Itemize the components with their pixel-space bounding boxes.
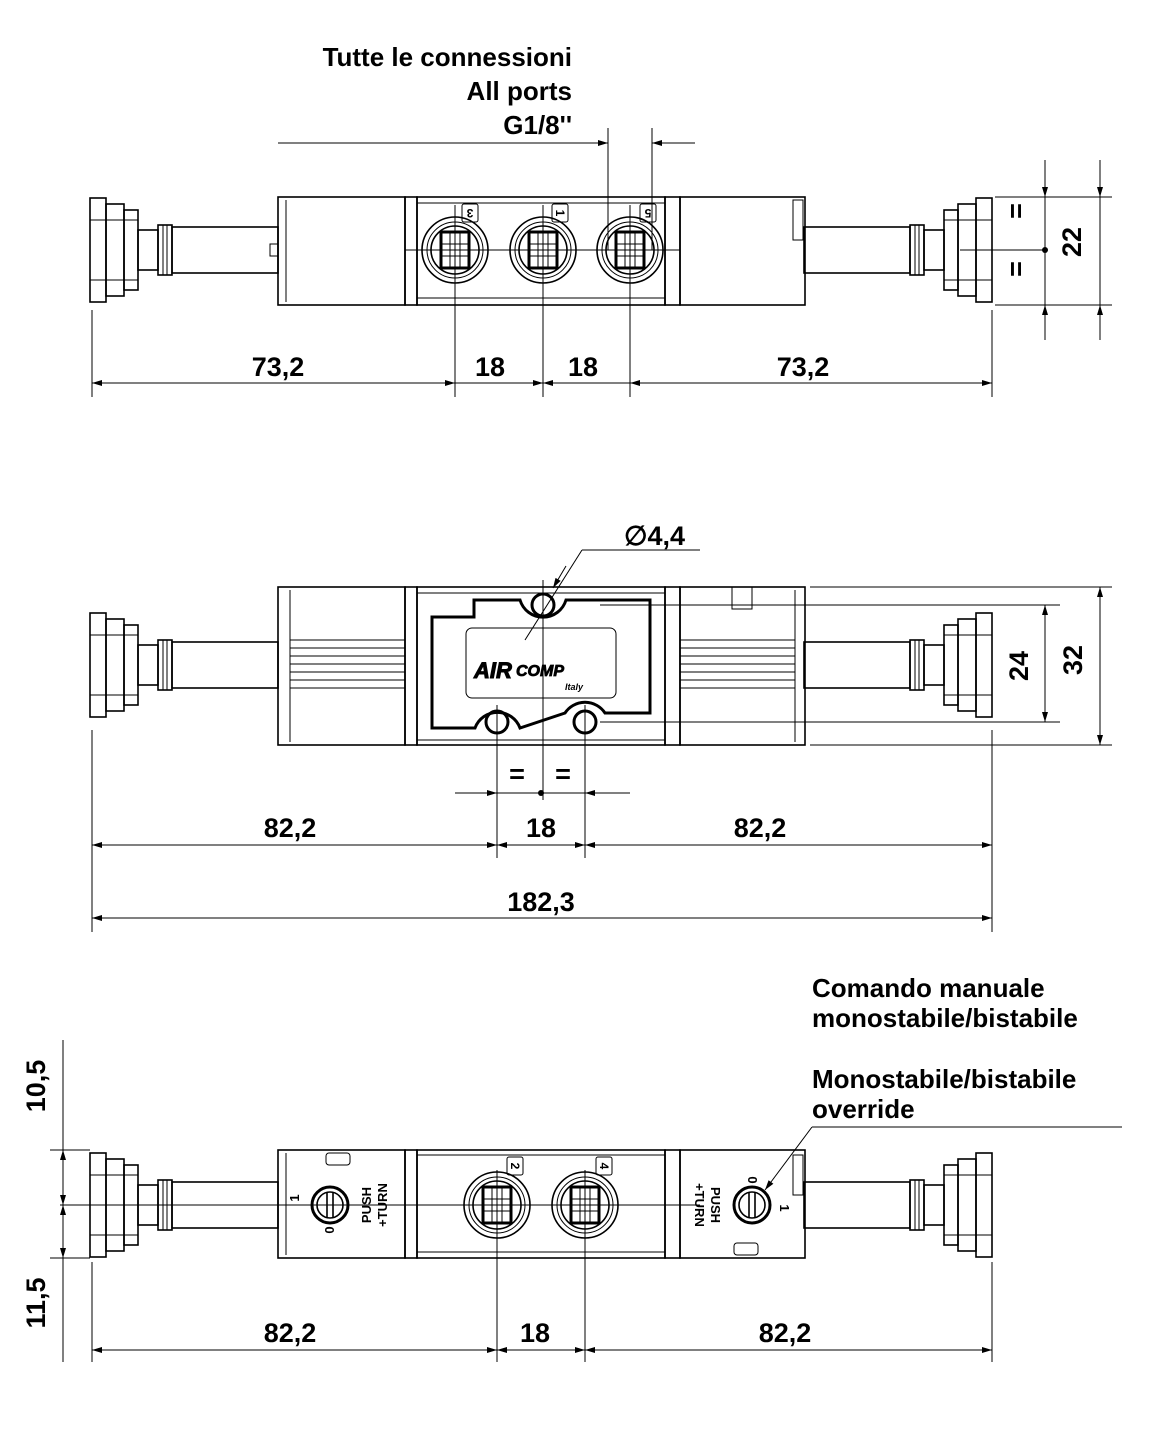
port-label-2: 2 [508,1163,522,1170]
push-label-left: PUSH [359,1187,374,1223]
ports-note-english: All ports [467,76,572,106]
dim-right-82-2: 82,2 [759,1318,812,1348]
port-label-4: 4 [597,1163,611,1170]
dim-overall-182-3: 182,3 [507,887,575,917]
dim-eq-bottom: = [1001,261,1031,277]
dim-left-82-2: 82,2 [264,813,317,843]
dim-left-73-2: 73,2 [252,352,305,382]
dim-right-73-2: 73,2 [777,352,830,382]
dim-pitch-18: 18 [526,813,556,843]
override-pos-1-right: 1 [777,1204,792,1211]
push-label-right: PUSH [708,1187,723,1223]
dim-height-22: 22 [1057,227,1087,257]
dim-eq-left: = [509,759,525,789]
override-pos-0-right: 0 [745,1176,760,1183]
dim-right-82-2: 82,2 [734,813,787,843]
svg-text:Italy: Italy [565,682,584,692]
right-coil [679,196,806,306]
valve-body [416,1149,666,1259]
left-solenoid [89,197,279,303]
valve-body [416,196,666,306]
override-pos-1-left: 1 [287,1194,302,1201]
left-solenoid [89,612,279,718]
hole-diameter: ∅4,4 [624,521,685,551]
aircomp-logo: AIR COMP Italy [473,658,585,693]
manual-override-right[interactable] [732,1185,772,1225]
override-pos-0-left: 0 [322,1226,337,1233]
port-label-5: 5 [644,206,651,220]
dim-pitch-18: 18 [520,1318,550,1348]
right-solenoid [803,1152,993,1258]
dim-height-32: 32 [1058,645,1088,675]
top-view: Tutte le connessioni All ports G1/8'' 3 … [89,42,1112,397]
left-coil [277,196,406,306]
dim-height-24: 24 [1004,651,1034,681]
port-label-1: 1 [553,210,567,217]
dim-eq-top: = [1001,203,1031,219]
middle-view: AIR COMP Italy = = ∅4,4 82,2 18 82,2 182… [89,521,1112,932]
dim-pitch-b: 18 [568,352,598,382]
override-note-english-1: Monostabile/bistabile [812,1064,1076,1094]
dim-pitch-a: 18 [475,352,505,382]
override-note-english-2: override [812,1094,915,1124]
left-coil [277,586,406,746]
bottom-view: Comando manuale monostabile/bistabile Mo… [21,973,1122,1362]
override-note-italian-1: Comando manuale [812,973,1045,1003]
turn-label-left: +TURN [375,1183,390,1227]
svg-text:AIR: AIR [473,658,512,683]
thread-size: G1/8'' [503,110,572,140]
override-note-italian-2: monostabile/bistabile [812,1003,1078,1033]
port-label-3: 3 [466,206,473,220]
dim-eq-right: = [555,759,571,789]
dim-lower-11-5: 11,5 [21,1277,51,1328]
dim-left-82-2: 82,2 [264,1318,317,1348]
ports-note-italian: Tutte le connessioni [323,42,572,72]
right-coil [679,586,806,746]
right-coil [679,1149,806,1259]
dim-upper-10-5: 10,5 [21,1060,51,1113]
right-solenoid [803,612,993,718]
svg-text:COMP: COMP [516,663,564,680]
turn-label-right: +TURN [692,1183,707,1227]
